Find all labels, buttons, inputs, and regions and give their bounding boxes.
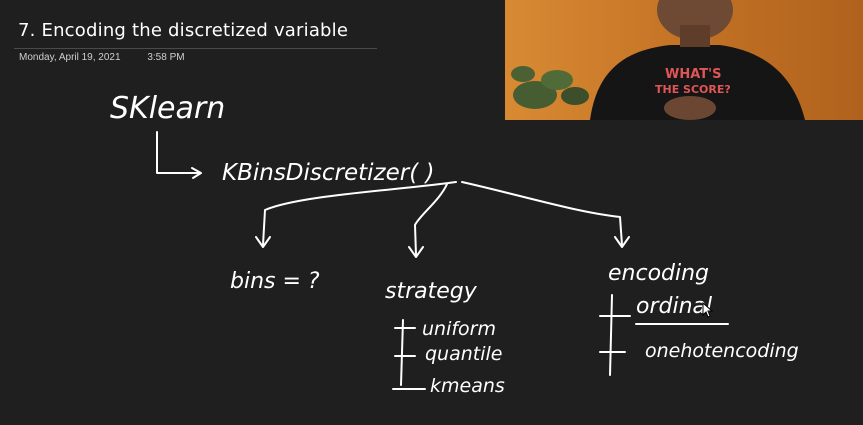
- encoding-option-ordinal: ordinal: [636, 294, 712, 319]
- person-hand: [664, 96, 716, 120]
- strategy-option-kmeans: kmeans: [430, 375, 505, 397]
- webcam-overlay: WHAT'S THE SCORE?: [505, 0, 863, 120]
- note-encoding: encoding: [608, 261, 709, 286]
- note-strategy: strategy: [385, 279, 478, 304]
- person-head: [657, 0, 733, 40]
- branch-encoding: [461, 181, 630, 248]
- mouse-cursor-icon: [702, 302, 714, 318]
- strategy-option-uniform: uniform: [422, 318, 496, 340]
- branch-strategy: [408, 183, 448, 258]
- page-header: 7. Encoding the discretized variable: [18, 20, 348, 41]
- root-connector: [156, 131, 202, 179]
- shirt-text-2: THE SCORE?: [655, 83, 731, 96]
- encoding-option-onehot: onehotencoding: [645, 340, 799, 362]
- page-title: 7. Encoding the discretized variable: [18, 20, 349, 41]
- plant: [511, 66, 589, 109]
- strategy-option-quantile: quantile: [425, 343, 502, 365]
- encoding-bracket: [609, 294, 613, 376]
- note-root: SKlearn: [110, 91, 225, 126]
- note-class-call: KBinsDiscretizer( ): [222, 160, 435, 186]
- page-meta: Monday, April 19, 2021 3:58 PM: [19, 52, 185, 63]
- page-time: 3:58 PM: [147, 52, 185, 63]
- webcam-feed: WHAT'S THE SCORE?: [505, 0, 863, 120]
- shirt-text-1: WHAT'S: [665, 67, 721, 82]
- person-neck: [680, 25, 710, 47]
- note-bins: bins = ?: [230, 269, 320, 294]
- strategy-bracket: [400, 319, 404, 386]
- person-shirt: [590, 45, 805, 120]
- page-date: Monday, April 19, 2021: [19, 52, 121, 63]
- branch-bins: [255, 181, 457, 248]
- title-divider: [14, 48, 377, 49]
